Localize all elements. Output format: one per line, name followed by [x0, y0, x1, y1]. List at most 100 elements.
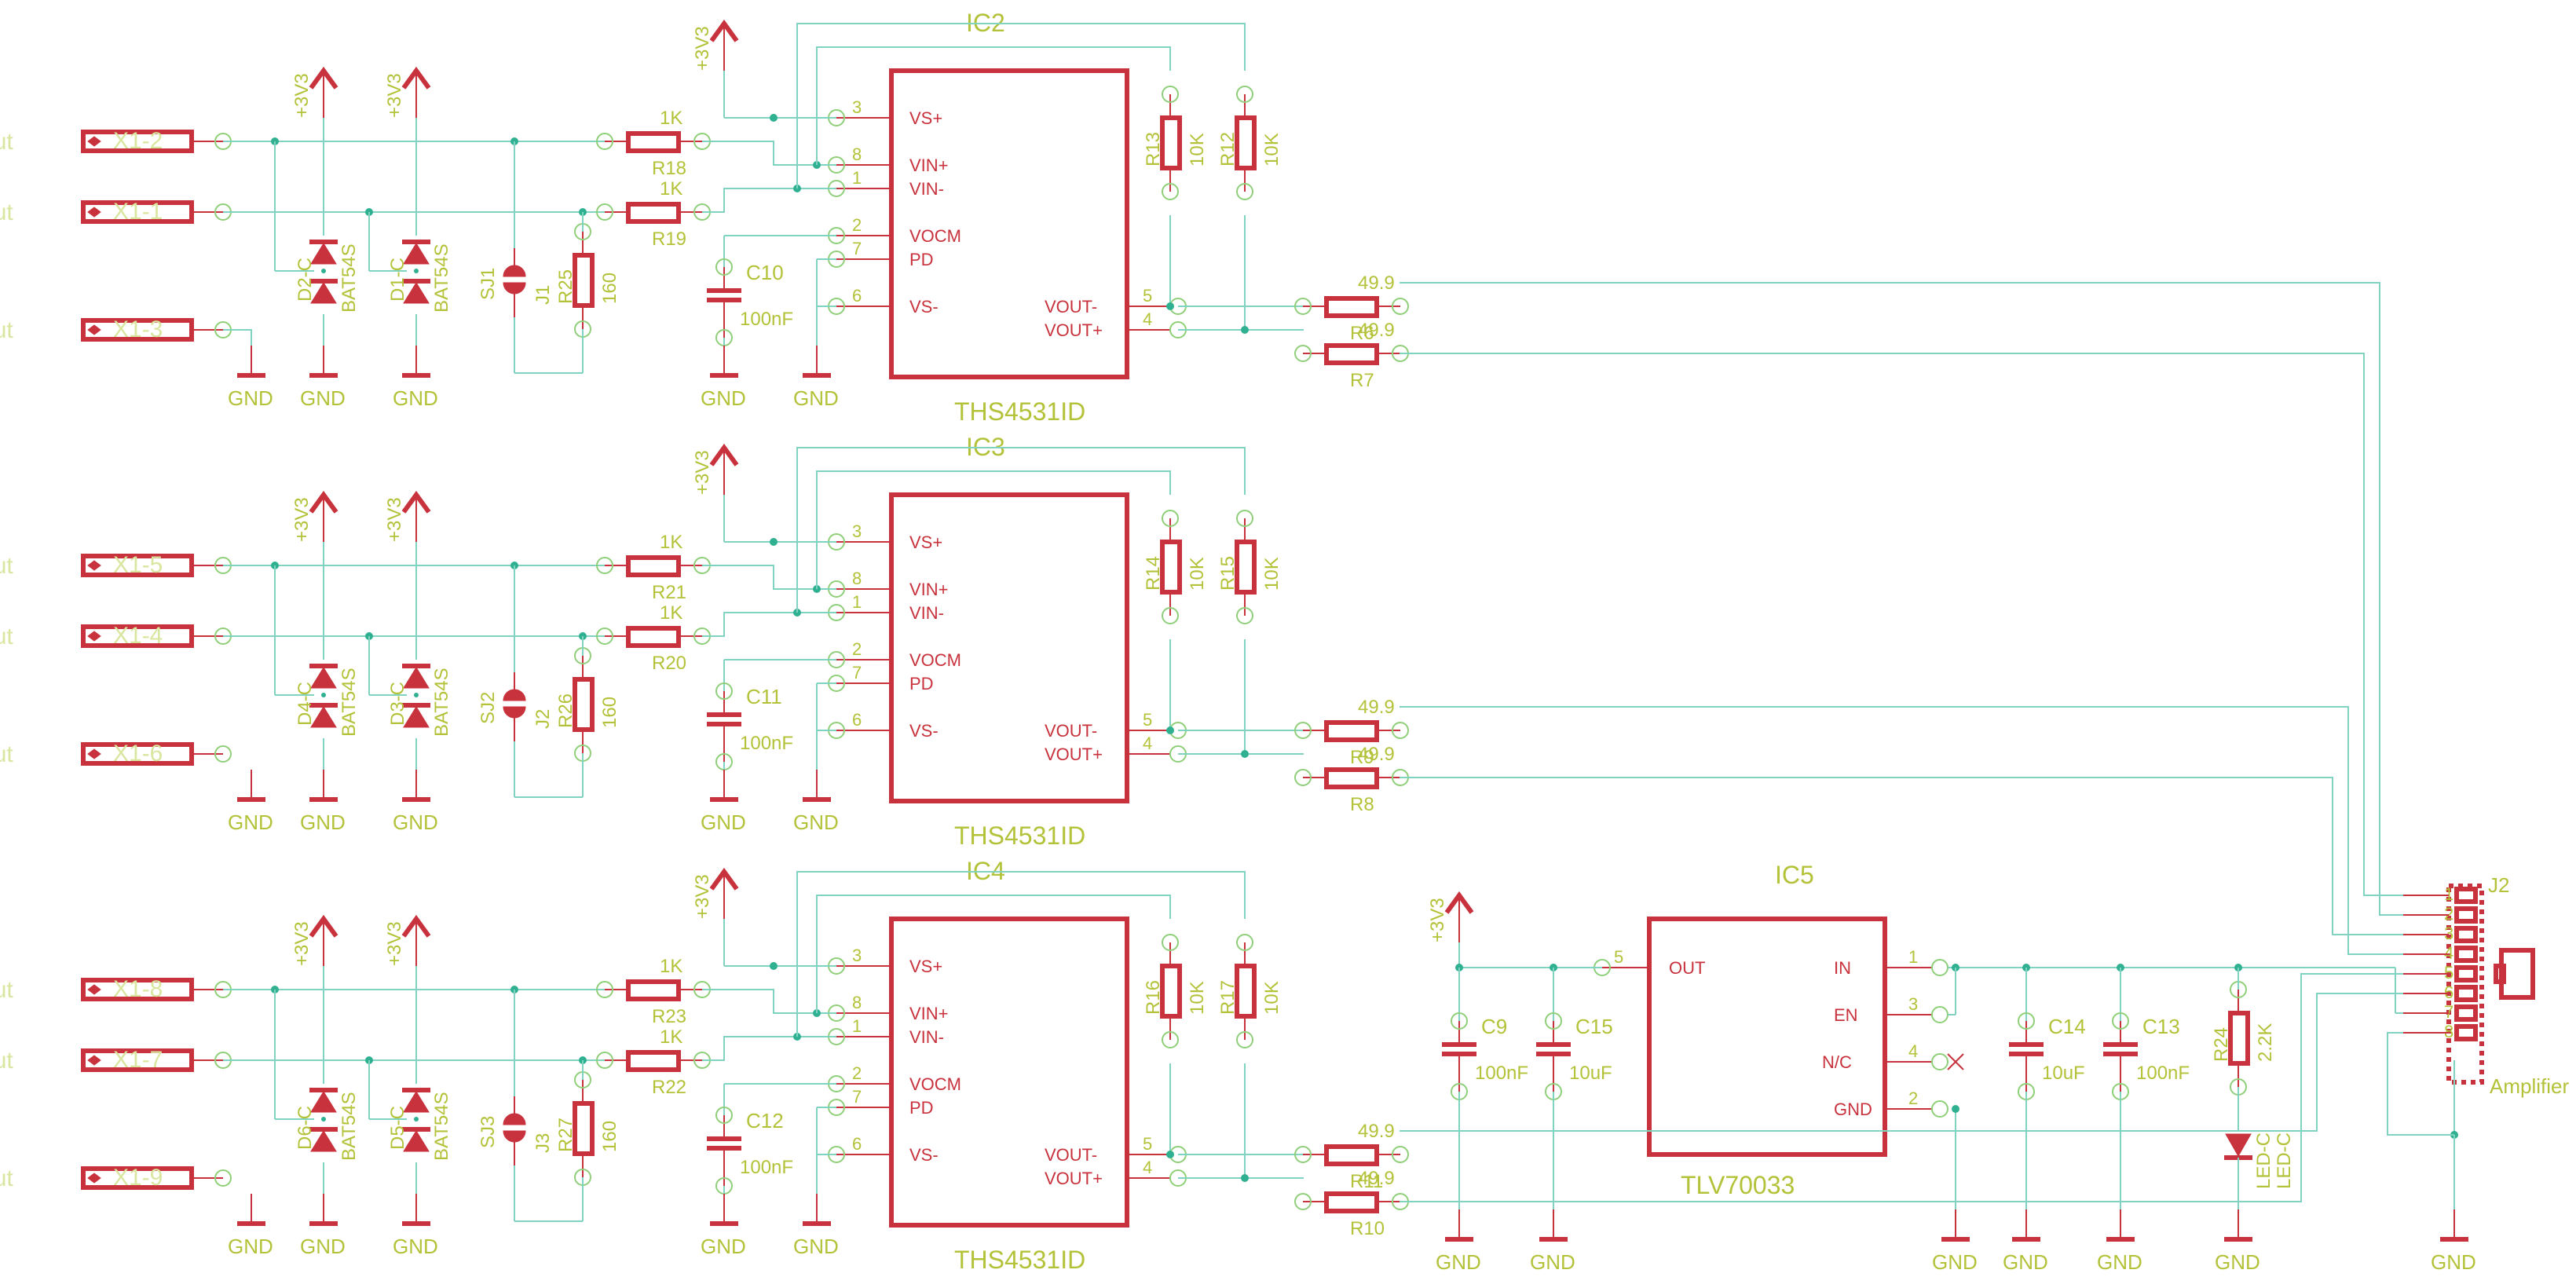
regulator-body — [1647, 917, 1887, 1157]
opamp-pin-number: 7 — [852, 239, 862, 258]
opamp-pin-name: VOCM — [909, 650, 961, 670]
resistor-ref: R14 — [1143, 556, 1164, 591]
pin-end — [1236, 607, 1253, 624]
pin-end — [1294, 345, 1312, 362]
resistor-body — [626, 131, 681, 153]
connector-pin-number: 6 — [2444, 982, 2453, 1002]
resistor-body — [626, 979, 681, 1001]
resistor-value: 2.2K — [2255, 1023, 2276, 1062]
pin-end — [1294, 1146, 1312, 1163]
resistor-value: 10K — [1261, 133, 1283, 166]
resistor-body — [1235, 964, 1257, 1019]
cap-value: 100nF — [740, 733, 793, 754]
pin-end — [2112, 1012, 2129, 1030]
diode-triangle — [310, 1091, 337, 1113]
regulator-pin-number: 3 — [1908, 994, 1918, 1014]
resistor-body — [573, 677, 595, 732]
opamp-pin-name: VOUT- — [1045, 297, 1097, 317]
pin-end — [1931, 1053, 1948, 1070]
supply-label: +3V3 — [692, 26, 713, 71]
gnd-label: GND — [2097, 1250, 2142, 1274]
wire — [796, 871, 1246, 1037]
pin-end — [2018, 1012, 2035, 1030]
junction-dot — [1166, 302, 1174, 310]
jumper-ref: SJ3 — [478, 1116, 499, 1148]
connector-pin-mark — [87, 1173, 101, 1184]
diode-triangle — [403, 1130, 430, 1152]
gnd-label: GND — [793, 1235, 839, 1258]
pin-end — [1162, 510, 1179, 527]
input-label: Input — [0, 199, 13, 225]
connector-pin-mark — [87, 631, 101, 642]
input-label: Input — [0, 1048, 13, 1074]
jumper-ref: SJ2 — [478, 692, 499, 724]
junction-dot — [1241, 1174, 1249, 1182]
opamp-pin-name: PD — [909, 1098, 934, 1118]
resistor-ref: R7 — [1350, 370, 1374, 391]
resistor-body — [1160, 964, 1182, 1019]
opamp-pin-name: PD — [909, 674, 934, 693]
regulator-pin-name: N/C — [1822, 1052, 1852, 1072]
gnd-label: GND — [2215, 1250, 2260, 1274]
resistor-ref: R6 — [1350, 323, 1374, 344]
supply-label: +3V3 — [692, 874, 713, 919]
diode-ref: D3-C — [387, 682, 408, 726]
opamp-pin-number: 2 — [852, 1063, 862, 1083]
connector-name: Amplifier — [2490, 1074, 2569, 1098]
opamp-pin-name: VIN+ — [909, 580, 949, 599]
wire — [702, 612, 836, 637]
resistor-body — [626, 1050, 681, 1072]
resistor-value: 49.9 — [1358, 1121, 1395, 1142]
led-value: LED-C — [2274, 1132, 2295, 1189]
gnd-label: GND — [228, 1235, 273, 1258]
wire — [816, 895, 1171, 1013]
diode-mid — [321, 693, 326, 697]
resistor-ref: R9 — [1350, 747, 1374, 768]
wire — [816, 470, 1171, 589]
gnd-label: GND — [1530, 1250, 1575, 1274]
gnd-label: GND — [393, 810, 438, 834]
pin-end — [596, 557, 613, 574]
opamp-pin-number: 4 — [1143, 734, 1152, 753]
supply-label: +3V3 — [291, 497, 313, 542]
wire — [1400, 777, 2403, 935]
resistor-body — [1324, 343, 1379, 365]
gnd-label: GND — [701, 810, 746, 834]
led-triangle — [2225, 1133, 2252, 1158]
pin-end — [1294, 1193, 1312, 1210]
opamp-body — [889, 917, 1129, 1228]
gnd-label: GND — [1932, 1250, 1978, 1274]
opamp-pin-number: 1 — [852, 592, 862, 612]
cap-ref: C13 — [2142, 1015, 2180, 1038]
opamp-pin-name: VOCM — [909, 1074, 961, 1094]
connector-pin-number: 5 — [2444, 963, 2453, 982]
wire — [2387, 1032, 2454, 1136]
opamp-pin-number: 2 — [852, 215, 862, 235]
regulator-pin-number: 4 — [1908, 1041, 1918, 1061]
opamp-pin-name: PD — [909, 250, 934, 269]
opamp-pin-number: 2 — [852, 639, 862, 659]
input-label: Input — [0, 553, 13, 579]
opamp-pin-name: VOCM — [909, 226, 961, 246]
gnd-label: GND — [1436, 1250, 1481, 1274]
jumper-top — [503, 265, 526, 277]
pin-end — [1162, 86, 1179, 103]
pin-end — [1931, 959, 1948, 976]
junction-dot — [770, 538, 778, 546]
diode-triangle — [403, 243, 430, 265]
diode-part: BAT54S — [431, 668, 452, 737]
resistor-value: 49.9 — [1358, 744, 1395, 765]
gnd-label: GND — [793, 810, 839, 834]
pin-end — [1294, 769, 1312, 786]
junction-dot — [1241, 326, 1249, 334]
connector-pin — [2454, 965, 2478, 982]
diode-mid — [414, 693, 419, 697]
input-label: Input — [0, 977, 13, 1003]
opamp-pin-number: 5 — [1143, 286, 1152, 306]
resistor-body — [573, 253, 595, 308]
connector-pin-mark — [87, 324, 101, 335]
opamp-pin-name: VIN+ — [909, 156, 949, 175]
diode-mid — [414, 1117, 419, 1121]
jumper-bottom — [503, 282, 526, 295]
